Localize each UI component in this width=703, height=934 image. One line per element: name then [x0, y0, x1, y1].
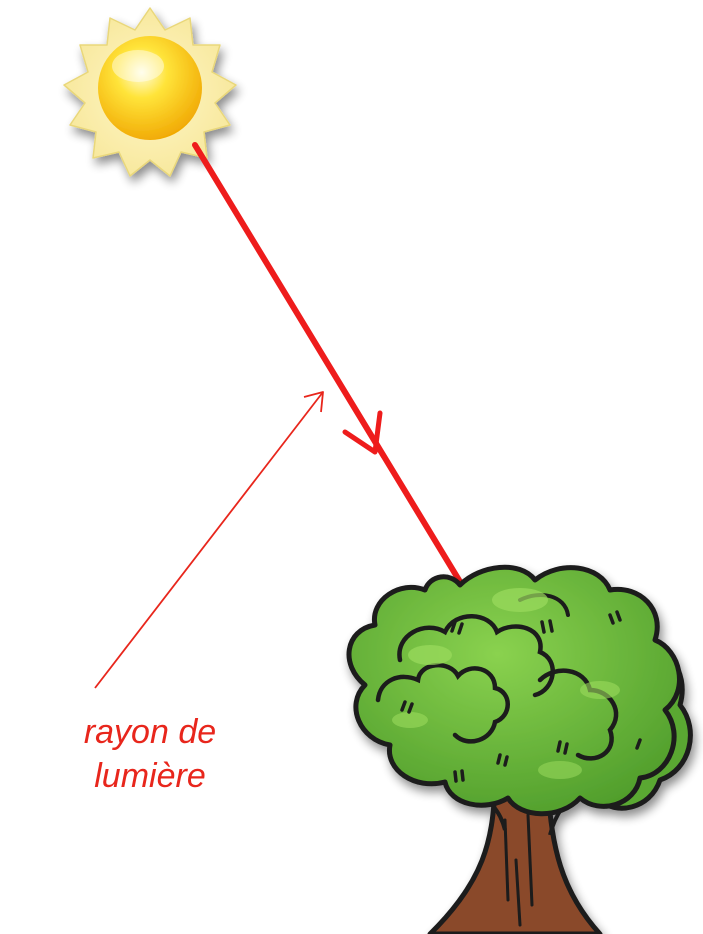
label-pointer — [95, 392, 323, 688]
tree-icon — [349, 567, 690, 934]
sun-core — [98, 36, 202, 140]
light-ray — [195, 145, 462, 585]
ray-label-line2: lumière — [70, 754, 230, 798]
sun-icon — [64, 8, 236, 176]
ray-label: rayon de lumière — [70, 710, 230, 798]
ray-label-line1: rayon de — [70, 710, 230, 754]
ray-line — [195, 145, 462, 585]
